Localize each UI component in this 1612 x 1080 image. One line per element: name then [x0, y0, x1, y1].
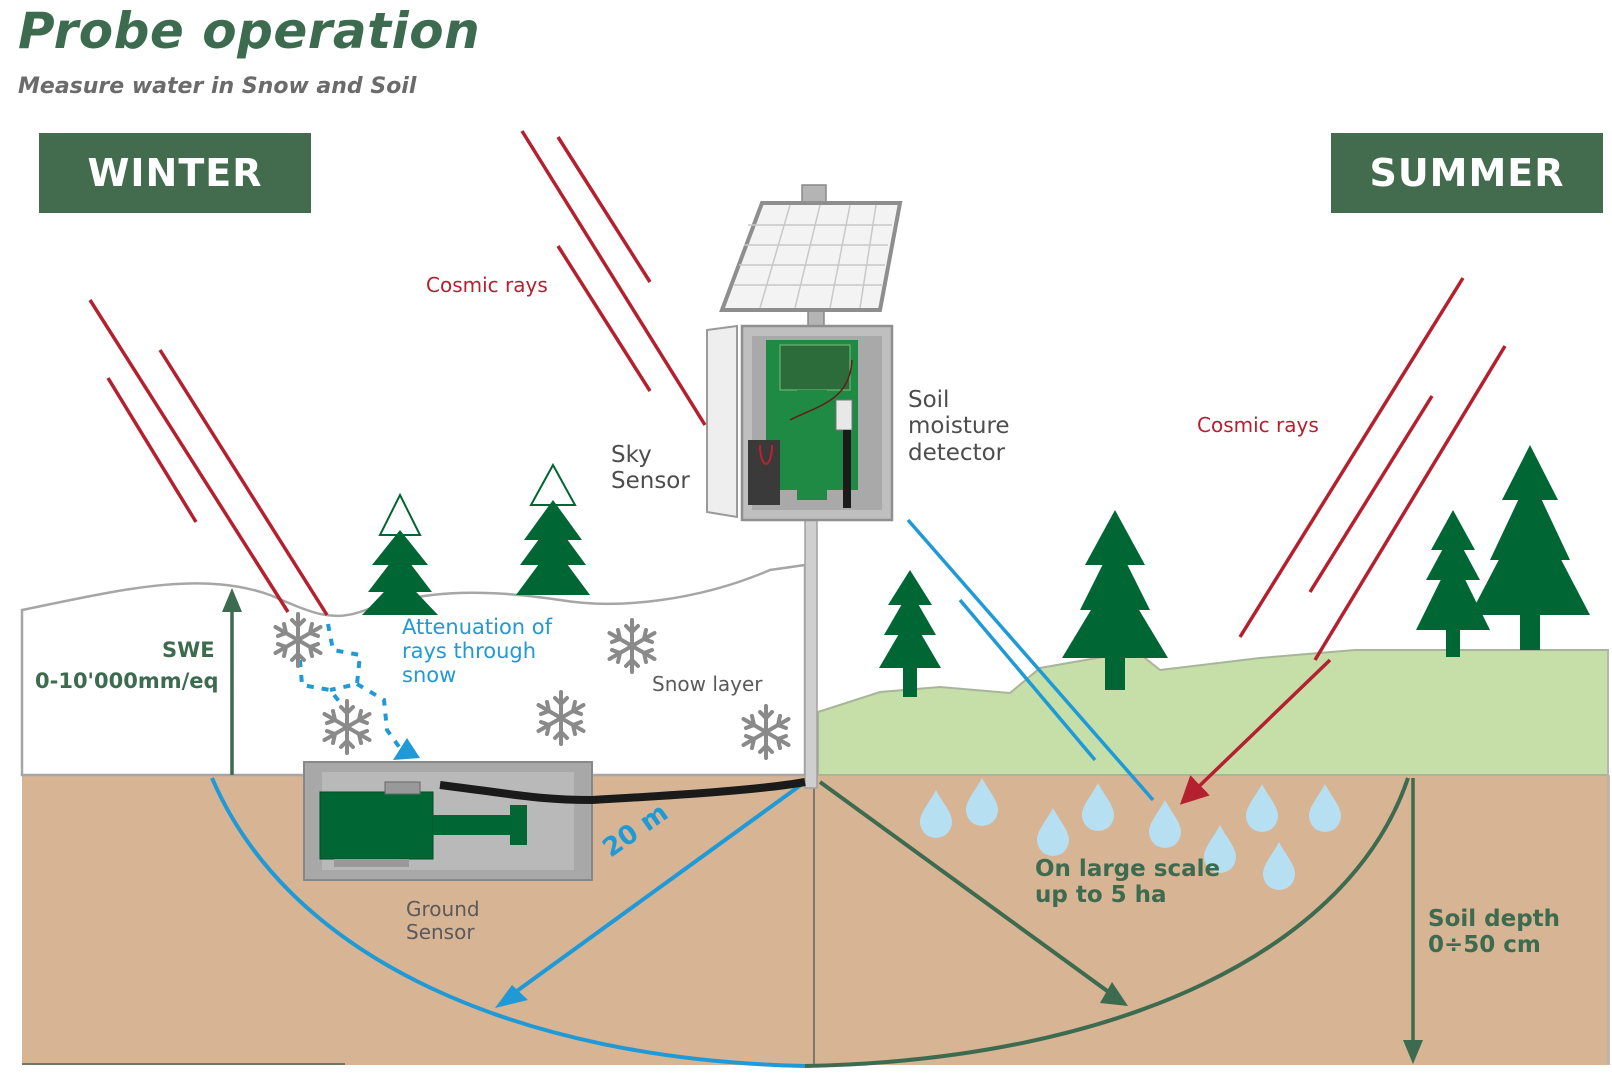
summer-neutron-rays: [906, 518, 1155, 802]
sky-sensor-label: Sky Sensor: [611, 442, 690, 495]
summer-tree: [1062, 510, 1168, 690]
winter-footprint-arc: [210, 777, 806, 1068]
attenuation-path: [298, 623, 407, 757]
swe-label: SWE: [162, 638, 215, 662]
ground-sensor-label: Ground Sensor: [406, 897, 480, 944]
winter-cosmic-rays: [88, 130, 707, 616]
sky-sensor-enclosure: [706, 324, 894, 522]
attenuation-label: Attenuation of rays through snow: [402, 615, 553, 688]
summer-tree: [1416, 510, 1490, 657]
summer-badge: SUMMER: [1331, 133, 1603, 213]
ground-sensor-box: [303, 761, 806, 881]
swe-range-label: 0-10'000mm/eq: [35, 669, 219, 693]
grass-layer: [817, 649, 1609, 776]
soil-layer: [22, 775, 1610, 1065]
large-scale-label: On large scale up to 5 ha: [1035, 856, 1221, 909]
solar-panel: [719, 184, 903, 331]
winter-badge: WINTER: [39, 133, 311, 213]
page-subtitle: Measure water in Snow and Soil: [18, 74, 417, 99]
soil-depth-label: Soil depth 0÷50 cm: [1428, 906, 1561, 959]
page-title: Probe operation: [18, 2, 481, 60]
cosmic-rays-label-summer: Cosmic rays: [1197, 413, 1319, 437]
winter-tree: [516, 462, 590, 595]
soil-moisture-detector-label: Soil moisture detector: [908, 387, 1010, 466]
summer-tree: [1470, 445, 1590, 650]
pole: [804, 509, 818, 789]
radius-arrow: [508, 780, 807, 998]
summer-footprint-arc: [804, 777, 1410, 1068]
winter-tree: [362, 492, 438, 615]
scale-arrow: [818, 780, 1112, 995]
summer-cosmic-rays: [1179, 277, 1507, 805]
attenuation-arrowhead: [393, 738, 420, 760]
snow-layer-label: Snow layer: [652, 672, 763, 696]
summer-tree: [879, 570, 941, 697]
cosmic-rays-label-winter: Cosmic rays: [426, 273, 548, 297]
